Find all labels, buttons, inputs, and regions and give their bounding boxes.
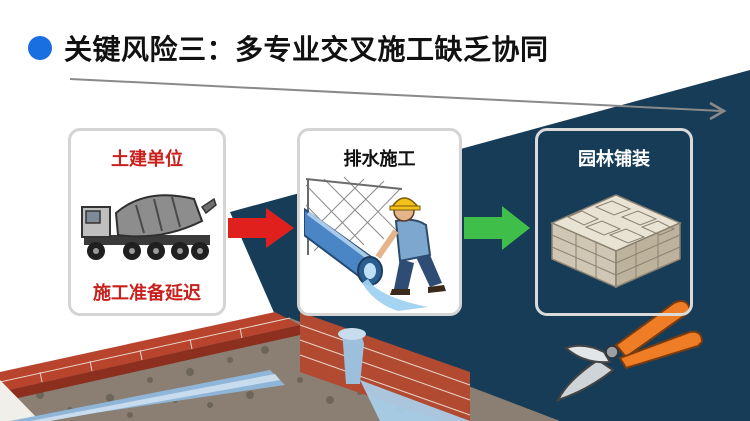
- green-flow-arrow-icon: [464, 206, 530, 250]
- concrete-mixer-truck-icon: [81, 194, 217, 260]
- trend-arrow-head: [709, 101, 727, 121]
- card-civil-note: 施工准备延迟: [93, 283, 201, 304]
- card-drainage: 排水施工: [297, 128, 462, 316]
- pipe-main: [10, 370, 285, 421]
- page-title: 关键风险三：多专业交叉施工缺乏协同: [64, 33, 549, 66]
- paving-stones-icon: [550, 194, 682, 289]
- title-row: 关键风险三：多专业交叉施工缺乏协同: [28, 28, 549, 68]
- bullet-dot-icon: [28, 36, 52, 60]
- pipe-elbow: [342, 328, 364, 384]
- pipe-worker-icon: [304, 176, 446, 311]
- card-drainage-title: 排水施工: [343, 149, 416, 170]
- card-paving-title: 园林铺装: [578, 149, 650, 170]
- brick-wall-right: [300, 312, 470, 421]
- card-civil: 土建单位 施工准备延迟: [68, 128, 226, 316]
- water-flow: [360, 380, 470, 421]
- card-civil-title: 土建单位: [111, 149, 183, 170]
- card-paving: 园林铺装: [535, 128, 693, 316]
- red-flow-arrow-icon: [228, 208, 294, 248]
- trend-arrow-line: [69, 78, 723, 112]
